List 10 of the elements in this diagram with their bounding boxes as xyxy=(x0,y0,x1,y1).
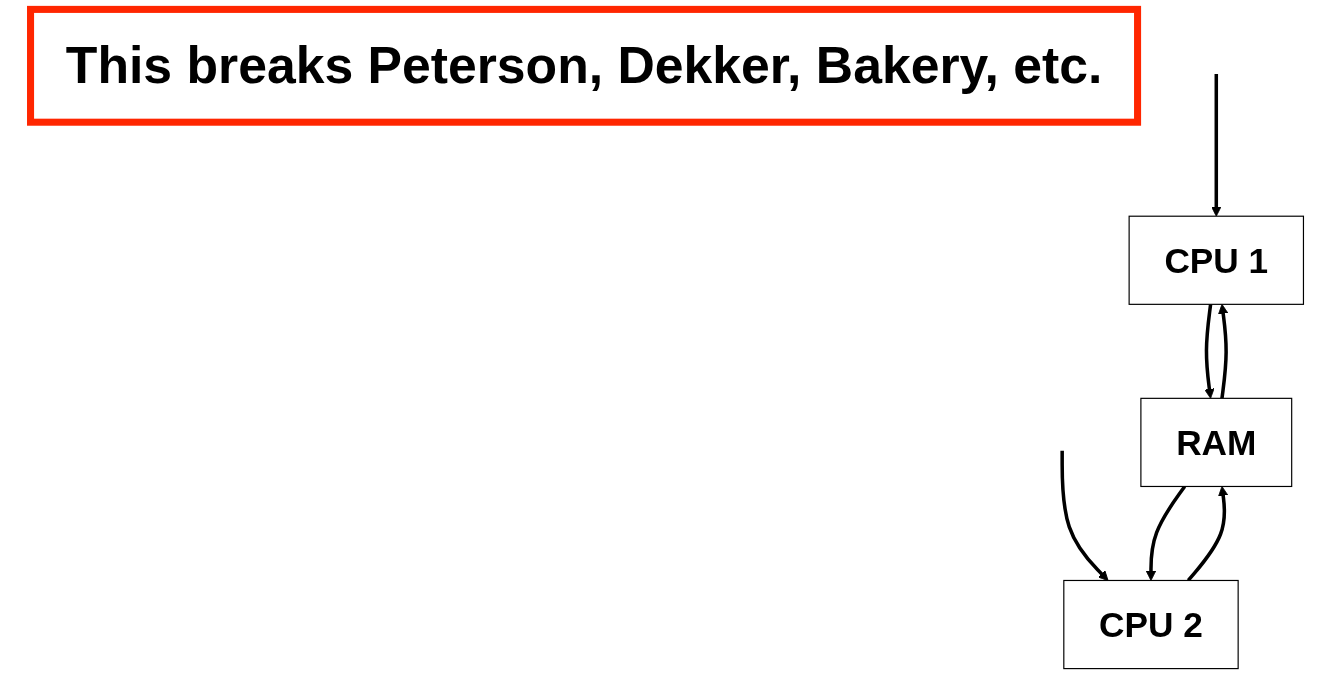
node-box: This breaks Peterson, Dekker, Bakery, etc. xyxy=(27,5,1142,126)
arrow xyxy=(1204,304,1215,399)
arrow xyxy=(1060,450,1109,581)
node-box: CPU 2 xyxy=(1063,579,1239,670)
arrow xyxy=(1145,485,1187,581)
arrow xyxy=(1211,74,1222,217)
node-box: RAM xyxy=(1140,397,1293,488)
arrow xyxy=(1186,486,1229,582)
node-box: CPU 1 xyxy=(1128,215,1305,305)
arrow xyxy=(1218,303,1229,399)
